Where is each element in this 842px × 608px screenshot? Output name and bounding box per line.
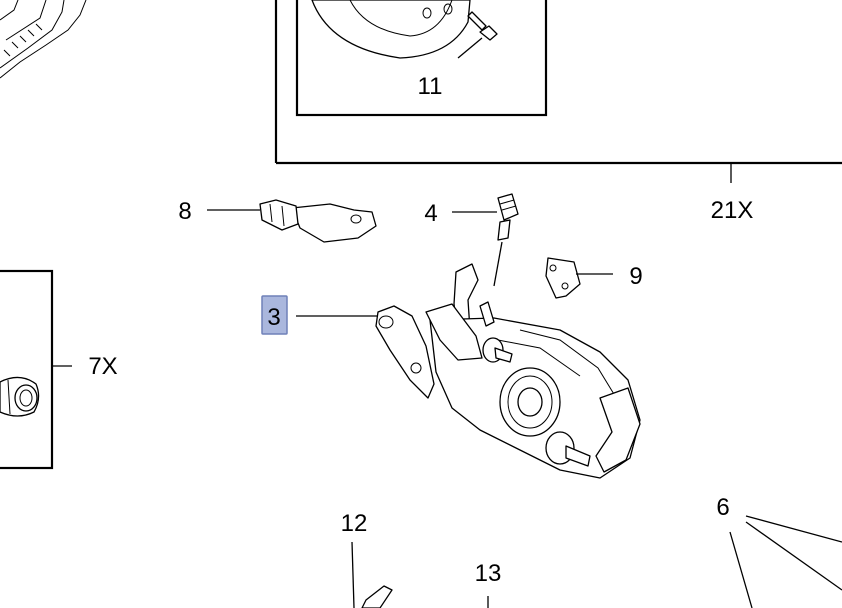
callout-6[interactable]: 6 <box>716 494 729 521</box>
brake-disc-partial <box>311 0 471 59</box>
callout-21x[interactable]: 21X <box>711 197 754 224</box>
callout-7x[interactable]: 7X <box>88 353 117 380</box>
leader-lines-6 <box>729 515 842 608</box>
bushing-7x[interactable] <box>0 376 40 417</box>
retaining-clip-8[interactable] <box>259 199 377 243</box>
assembly-bracket-21x <box>274 0 842 183</box>
callout-9[interactable]: 9 <box>629 263 642 290</box>
detail-box-11 <box>295 0 548 117</box>
callout-8[interactable]: 8 <box>178 198 191 225</box>
brake-pad-12[interactable] <box>361 585 393 608</box>
brake-caliper-3[interactable] <box>375 263 641 479</box>
callout-3-highlight <box>261 295 288 335</box>
callout-4[interactable]: 4 <box>424 200 437 227</box>
bleed-screw-4[interactable] <box>497 193 519 241</box>
callout-11[interactable]: 11 <box>418 73 443 100</box>
partial-part-top-left <box>0 0 87 79</box>
callout-13[interactable]: 13 <box>475 560 502 587</box>
detail-box-7x <box>0 269 54 470</box>
callout-3[interactable]: 3 <box>267 304 280 331</box>
screw-11[interactable] <box>467 11 498 41</box>
bracket-9[interactable] <box>545 257 581 299</box>
callout-12[interactable]: 12 <box>341 510 368 537</box>
